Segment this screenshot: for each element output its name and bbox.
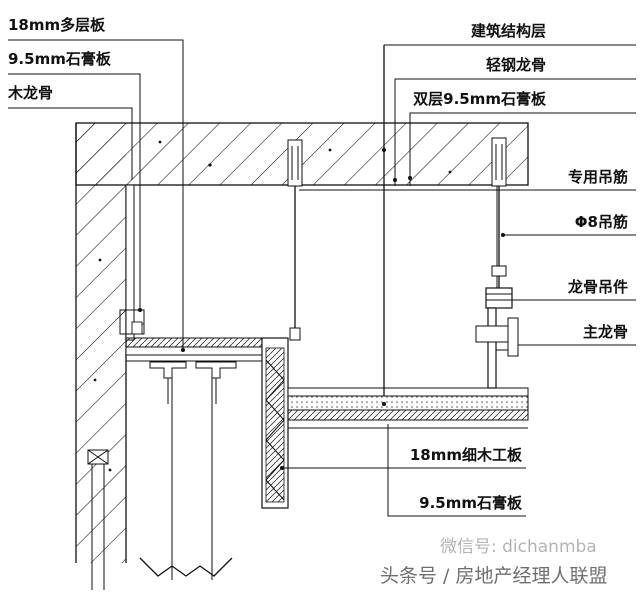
wall-skirting — [87, 449, 109, 590]
lower-ceiling-board — [287, 387, 529, 429]
label-light-steel-keel: 轻钢龙骨 — [486, 56, 546, 74]
label-phi8-hanger: Φ8吊筋 — [575, 213, 628, 231]
label-main-keel: 主龙骨 — [583, 323, 628, 341]
ceiling-step-frame — [261, 337, 289, 509]
label-double-gypsum: 双层9.5mm石膏板 — [413, 90, 547, 108]
label-fine-wood-board: 18mm细木工板 — [410, 446, 523, 464]
hanger-rods — [287, 137, 519, 389]
multilayer-board-wall — [119, 184, 145, 341]
watermark-toutiao: 头条号 / 房地产经理人联盟 — [380, 565, 607, 587]
label-structural-layer: 建筑结构层 — [471, 22, 546, 40]
label-special-hanger: 专用吊筋 — [568, 168, 628, 186]
label-gypsum-board-left: 9.5mm石膏板 — [8, 50, 112, 68]
leader-lines-right — [280, 44, 636, 517]
watermark-wechat: 微信号: dichanmba — [440, 537, 597, 557]
label-keel-hanger-fitting: 龙骨吊件 — [567, 278, 628, 296]
structural-wall — [75, 123, 127, 563]
label-gypsum-board-right: 9.5mm石膏板 — [419, 494, 523, 512]
label-multilayer-board: 18mm多层板 — [8, 16, 106, 34]
leader-lines-left — [8, 39, 185, 352]
label-wood-keel: 木龙骨 — [7, 84, 53, 102]
curtain-tracks — [139, 361, 237, 580]
